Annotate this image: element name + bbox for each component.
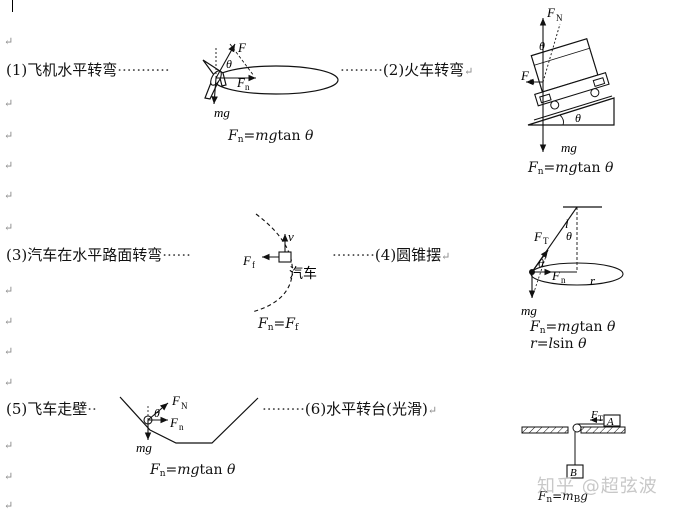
formula-turntable: Fn=mBg xyxy=(538,489,588,505)
pendulum-diagram: l θ F T θ F n r mg xyxy=(521,206,624,318)
length-label-l: l xyxy=(565,216,569,231)
formula-airplane: Fn=mgtan θ xyxy=(228,128,314,145)
subscript-T: T xyxy=(543,236,549,246)
subscript-n: n xyxy=(530,76,535,86)
force-label-F: F xyxy=(237,40,247,55)
angle-theta: θ xyxy=(539,39,545,53)
label-car-turn: (3)汽车在水平路面转弯······ xyxy=(6,246,191,264)
paragraph-mark: ↵ xyxy=(4,470,14,483)
label-conical-pendulum: ·········(4)圆锥摆↵ xyxy=(332,246,451,264)
force-label-FT: F xyxy=(533,229,543,244)
angle-theta-bob: θ xyxy=(538,256,544,270)
label-train-turn: ·········(2)火车转弯↵ xyxy=(340,61,474,79)
force-label-mg: mg xyxy=(214,105,230,120)
formula-pendulum: Fn=mgtan θ xyxy=(530,319,616,336)
subscript-f: f xyxy=(252,260,255,270)
subscript-n: n xyxy=(561,275,566,285)
force-label-mg: mg xyxy=(136,440,152,455)
angle-theta-incline: θ xyxy=(575,111,581,125)
force-label-Fn: F xyxy=(520,68,530,83)
paragraph-mark: ↵ xyxy=(4,221,14,234)
force-label-Ff: F xyxy=(242,253,252,268)
force-label-FT: F xyxy=(590,409,598,421)
paragraph-mark: ↵ xyxy=(4,97,14,110)
paragraph-mark: ↵ xyxy=(4,315,14,328)
paragraph-mark: ↵ xyxy=(4,284,14,297)
paragraph-mark: ↵ xyxy=(4,499,14,512)
subscript-N: N xyxy=(181,401,188,411)
subscript-n: n xyxy=(179,422,184,432)
force-label-Fn: F xyxy=(551,268,561,283)
force-label-mg: mg xyxy=(521,303,537,318)
angle-theta: θ xyxy=(566,229,572,243)
block-label-A: A xyxy=(606,416,614,428)
paragraph-mark: ↵ xyxy=(4,159,14,172)
airplane-diagram: F θ F n mg xyxy=(202,40,339,120)
radius-label-r: r xyxy=(590,273,596,288)
text-cursor xyxy=(12,0,13,12)
train-diagram: F N θ F n θ mg xyxy=(520,5,615,155)
paragraph-mark: ↵ xyxy=(4,189,14,202)
angle-theta: θ xyxy=(226,57,232,71)
label-wall-of-death: (5)飞车走壁·· xyxy=(6,400,97,418)
label-turntable: ·········(6)水平转台(光滑)↵ xyxy=(262,400,438,418)
velocity-label-v: v xyxy=(288,229,294,244)
paragraph-mark: ↵ xyxy=(4,35,14,48)
force-label-FN: F xyxy=(171,393,181,408)
turntable-diagram: F T A B xyxy=(521,409,626,479)
formula-train: Fn=mgtan θ xyxy=(528,160,614,177)
wall-diagram: F N θ F n mg xyxy=(119,393,259,455)
paragraph-mark: ↵ xyxy=(4,439,14,452)
subscript-N: N xyxy=(556,13,563,23)
formula-pendulum-radius: r=lsin θ xyxy=(530,336,587,352)
car-diagram: v F f 汽车 xyxy=(242,213,317,313)
force-label-Fn: F xyxy=(169,415,179,430)
paragraph-mark: ↵ xyxy=(4,129,14,142)
block-label-B: B xyxy=(570,467,577,479)
paragraph-mark: ↵ xyxy=(4,345,14,358)
car-label: 汽车 xyxy=(289,265,317,282)
formula-car: Fn=Ff xyxy=(258,316,299,333)
subscript-n: n xyxy=(245,82,250,92)
force-label-FN: F xyxy=(546,5,556,20)
label-airplane-turn: (1)飞机水平转弯··········· xyxy=(6,61,170,79)
force-label-Fn: F xyxy=(236,75,246,90)
force-label-mg: mg xyxy=(561,140,577,155)
watermark: 知乎 @超弦波 xyxy=(537,476,658,497)
paragraph-mark: ↵ xyxy=(4,376,14,389)
subscript-T: T xyxy=(598,414,603,423)
angle-theta: θ xyxy=(154,406,160,420)
formula-wall: Fn=mgtan θ xyxy=(150,462,236,479)
